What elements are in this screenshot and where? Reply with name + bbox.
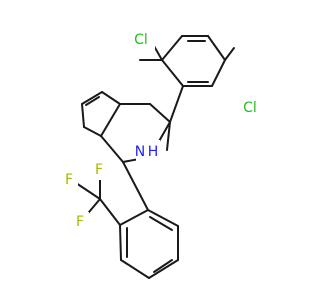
- bond: [100, 103, 121, 137]
- bond: [169, 85, 184, 123]
- bond: [100, 135, 124, 163]
- f-top-label-bg: [90, 160, 108, 180]
- cl-top-label-bg: [127, 30, 155, 50]
- bond: [211, 59, 226, 87]
- bond: [166, 121, 171, 151]
- bond: [81, 91, 103, 105]
- nh-hydrogen-label: H: [148, 144, 159, 160]
- nh-label-bg: [136, 140, 160, 164]
- bond: [81, 103, 85, 128]
- bond: [85, 96, 100, 106]
- f-left-label-bg: [60, 170, 78, 190]
- bond: [148, 259, 179, 279]
- bond: [83, 126, 102, 137]
- f-bottom-label-bg: [71, 212, 89, 232]
- fluorine-top-label: F: [95, 162, 103, 178]
- bond: [101, 91, 121, 105]
- bond: [120, 259, 150, 279]
- bond: [119, 224, 122, 261]
- bond: [161, 59, 184, 87]
- bond: [224, 47, 235, 61]
- bond: [207, 35, 226, 61]
- fluorine-left-label: F: [65, 172, 73, 188]
- nitrogen-label: N: [135, 144, 145, 160]
- bond: [122, 161, 149, 211]
- chlorine-right-label: Cl: [243, 100, 257, 116]
- bond: [161, 35, 183, 61]
- atom-labels: Cl Cl N H F F F: [60, 30, 264, 232]
- cl-right-label-bg: [236, 98, 264, 118]
- bond: [149, 216, 173, 231]
- bond: [153, 259, 173, 273]
- bond: [147, 209, 179, 227]
- bond: [99, 198, 121, 226]
- bond: [149, 103, 171, 123]
- bond: [119, 209, 149, 226]
- chlorine-top-label: Cl: [134, 32, 148, 48]
- bond: [153, 45, 163, 61]
- fluorine-bottom-label: F: [76, 214, 84, 230]
- chemical-structure: Cl Cl N H F F F: [60, 30, 264, 279]
